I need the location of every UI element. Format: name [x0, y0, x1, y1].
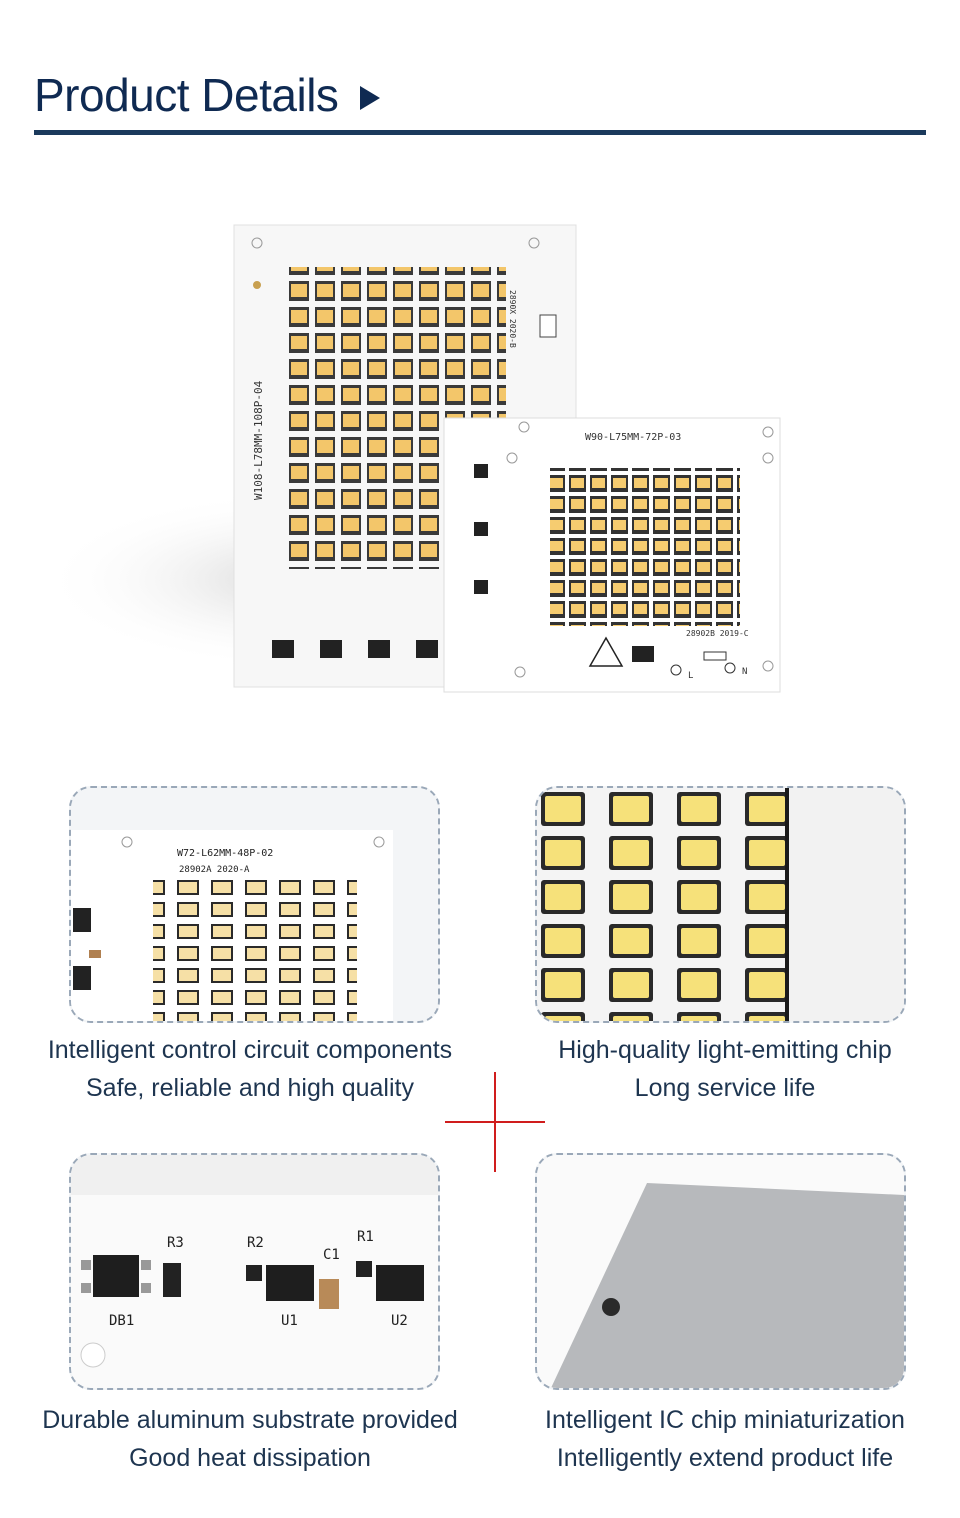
feature-caption-3: Durable aluminum substrate provided Good…: [20, 1401, 480, 1477]
led-chip-closeup-photo: [537, 788, 904, 1021]
component-r1: R1: [357, 1229, 374, 1245]
component-r2: R2: [247, 1235, 264, 1251]
component-db1: DB1: [109, 1313, 134, 1329]
caption-line-1: Intelligent IC chip miniaturization: [545, 1406, 905, 1434]
caption-line-2: Intelligently extend product life: [556, 1444, 894, 1472]
caption-line-2: Long service life: [634, 1074, 816, 1102]
feature-image-ic-chip: [535, 1153, 906, 1390]
feature-image-led-chip: [535, 786, 906, 1023]
board-label: W72-L62MM-48P-02: [177, 848, 273, 859]
board-large-code: 2890X 2020-B: [508, 290, 517, 348]
board-small-label: W90-L75MM-72P-03: [585, 432, 681, 443]
pin-n-label: N: [742, 667, 747, 677]
feature-image-control-circuit: W72-L62MM-48P-02 28902A 2020-A: [69, 786, 440, 1023]
pin-l-label: L: [688, 671, 693, 681]
feature-caption-4: Intelligent IC chip miniaturization Inte…: [495, 1401, 955, 1477]
board-large-label: W108-L78MM-108P-04: [252, 380, 265, 500]
board-small-code: 28902B 2019-C: [686, 629, 749, 638]
component-u1: U1: [281, 1313, 298, 1329]
hero-product-image: W108-L78MM-108P-04 2890X 2020-B W90-L75M…: [0, 200, 960, 720]
circuit-components-photo: R3 R2 C1 R1 DB1 U1 U2: [71, 1155, 438, 1388]
board-code: 28902A 2020-A: [179, 865, 250, 875]
page-title: Product Details: [34, 69, 339, 121]
control-circuit-photo: W72-L62MM-48P-02 28902A 2020-A: [71, 788, 438, 1021]
caption-line-2: Safe, reliable and high quality: [85, 1074, 414, 1102]
title-arrow-icon: [360, 86, 380, 110]
component-r3: R3: [167, 1235, 184, 1251]
feature-image-aluminum-substrate: R3 R2 C1 R1 DB1 U1 U2: [69, 1153, 440, 1390]
cross-divider-horizontal: [445, 1121, 545, 1123]
caption-line-1: High-quality light-emitting chip: [558, 1036, 892, 1064]
header-divider: [34, 130, 926, 135]
caption-line-1: Durable aluminum substrate provided: [42, 1406, 458, 1434]
led-boards-illustration: W108-L78MM-108P-04 2890X 2020-B W90-L75M…: [40, 224, 781, 693]
component-u2: U2: [391, 1313, 408, 1329]
feature-caption-2: High-quality light-emitting chip Long se…: [495, 1031, 955, 1107]
caption-line-1: Intelligent control circuit components: [47, 1036, 453, 1064]
component-c1: C1: [323, 1247, 340, 1263]
feature-caption-1: Intelligent control circuit components S…: [20, 1031, 480, 1107]
caption-line-2: Good heat dissipation: [129, 1444, 371, 1472]
substrate-back-photo: [537, 1155, 904, 1388]
